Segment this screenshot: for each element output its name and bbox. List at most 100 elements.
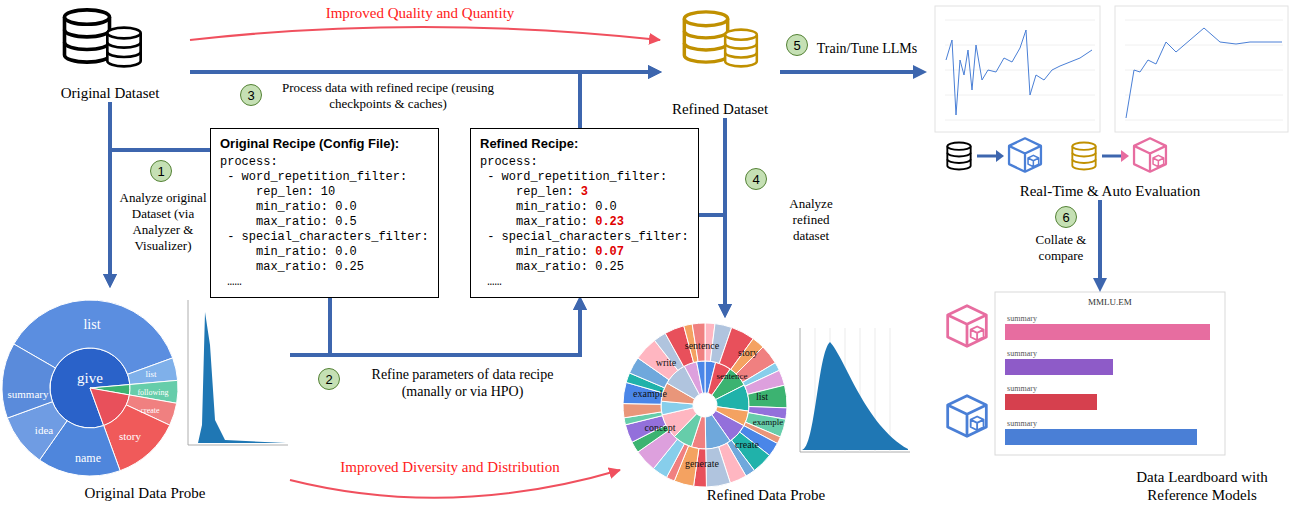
- config-line: - word_repetition_filter:: [220, 170, 429, 185]
- flow-arrow: [1098, 200, 1102, 284]
- step-number: 1: [150, 160, 172, 182]
- node-label: Real-Time & Auto Evaluation: [1020, 182, 1201, 200]
- sunburst-segment: [748, 385, 787, 408]
- sunburst-label: sentence: [717, 371, 748, 381]
- sunburst-label: create: [735, 439, 759, 450]
- step-number: 2: [318, 368, 340, 390]
- sunburst-label: summary: [8, 388, 49, 400]
- step-number: 4: [745, 168, 767, 190]
- original-sunburst: [2, 300, 178, 476]
- config-line: - word_repetition_filter:: [480, 170, 689, 185]
- sunburst-segment: [623, 404, 662, 418]
- config-line: min_ratio: 0.0: [220, 245, 429, 260]
- config-text: process:: [220, 155, 278, 169]
- evaluation-panel: Real-Time & Auto Evaluation: [925, 2, 1295, 200]
- recipe-title: Original Recipe (Config File):: [220, 136, 399, 151]
- step-number-text: 1: [157, 165, 164, 178]
- improvement-arc: [190, 27, 660, 40]
- step-number-text: 2: [325, 373, 332, 386]
- step-number-text: 6: [1062, 211, 1069, 224]
- config-text: rep_len: 10: [256, 185, 335, 199]
- config-line: max_ratio: 0.25: [220, 260, 429, 275]
- flow-arrow: [290, 304, 580, 355]
- data-probe: Refined Data Probe: [620, 316, 912, 504]
- config-text: max_ratio:: [516, 215, 588, 229]
- chart-text: summary: [1007, 349, 1037, 358]
- config-text: - special_characters_filter:: [487, 230, 689, 244]
- recipe-title: Refined Recipe:: [480, 136, 578, 151]
- config-line: max_ratio: 0.5: [220, 215, 429, 230]
- sunburst-label: sentence: [685, 340, 719, 351]
- flow-arrow: [580, 72, 654, 128]
- sunburst-label: following: [137, 388, 168, 397]
- refined-sunburst: [623, 323, 787, 487]
- step-label: Process data with refined recipe (reusin…: [268, 80, 508, 112]
- config-text: ……: [487, 275, 501, 289]
- config-text: max_ratio: 0.5: [256, 215, 357, 229]
- recipe-box: Refined Recipe: process:- word_repetition…: [470, 128, 699, 298]
- sunburst-label: concept: [644, 422, 675, 433]
- sunburst-label: example: [633, 388, 667, 399]
- improvement-label: Improved Diversity and Distribution: [320, 458, 580, 476]
- changed-value: 0.07: [595, 245, 624, 259]
- sunburst-segment: [2, 344, 55, 418]
- config-line: - special_characters_filter:: [220, 230, 429, 245]
- original-dataset-icon: [65, 10, 141, 66]
- config-line: process:: [220, 155, 429, 170]
- config-line: rep_len: 10: [220, 185, 429, 200]
- flow-arrow: [780, 70, 919, 74]
- refined-dataset-icon: [684, 12, 757, 66]
- config-text: min_ratio: 0.0: [256, 245, 357, 259]
- sunburst-label: story: [738, 347, 758, 358]
- chart-text: summary: [1007, 384, 1037, 393]
- sunburst-label: generate: [685, 458, 719, 469]
- sunburst-label: list: [145, 369, 156, 379]
- step-number: 3: [240, 84, 262, 106]
- config-line: min_ratio: 0.0: [480, 200, 689, 215]
- original-histogram: [188, 300, 288, 445]
- improvement-label: Improved Quality and Quantity: [290, 4, 550, 22]
- loss-chart: [935, 6, 1100, 132]
- chart-text: summary: [1007, 314, 1037, 323]
- step-number-text: 3: [247, 89, 254, 102]
- config-text: max_ratio: 0.25: [516, 260, 624, 274]
- config-text: min_ratio: 0.0: [256, 200, 357, 214]
- node-label: Refined Data Probe: [707, 486, 825, 504]
- recipe-box: Original Recipe (Config File):process:- …: [210, 128, 439, 298]
- flow-arrow: [699, 215, 725, 310]
- config-line: ……: [220, 275, 429, 290]
- config-line: min_ratio: 0.0: [220, 200, 429, 215]
- config-line: Refined Recipe:: [480, 135, 689, 153]
- dataset-node: Refined Dataset: [660, 2, 780, 118]
- leaderboard-chart: [948, 292, 1225, 455]
- config-text: process:: [480, 155, 538, 169]
- step-label: Analyze refined dataset: [773, 196, 849, 244]
- flow-arrow: [110, 150, 210, 280]
- config-line: Original Recipe (Config File):: [220, 135, 429, 153]
- sunburst-label: give: [77, 370, 103, 387]
- metric-chart: [1115, 6, 1288, 132]
- sunburst-label: list: [83, 317, 100, 333]
- step-number-text: 5: [793, 39, 800, 52]
- config-text: ……: [227, 275, 241, 289]
- leaderboard-panel: Data Leardboard with Reference Models: [940, 290, 1292, 504]
- flow-arrow: [330, 298, 580, 355]
- step-label: Train/Tune LLMs: [812, 40, 922, 57]
- eval-icons: [947, 138, 1166, 171]
- chart-text: summary: [1007, 419, 1037, 428]
- config-text: - special_characters_filter:: [227, 230, 429, 244]
- config-line: ……: [480, 275, 689, 290]
- config-line: max_ratio: 0.23: [480, 215, 689, 230]
- config-text: - word_repetition_filter:: [227, 170, 407, 184]
- sunburst-label: name: [75, 451, 101, 466]
- step-number: 5: [786, 34, 808, 56]
- config-line: max_ratio: 0.25: [480, 260, 689, 275]
- sunburst-segment: [697, 361, 705, 393]
- changed-value: 0.23: [595, 215, 624, 229]
- sunburst-label: list: [756, 391, 768, 402]
- sunburst-label: idea: [35, 424, 53, 436]
- sunburst-label: example: [753, 417, 784, 427]
- config-text: min_ratio:: [516, 245, 588, 259]
- step-label: Analyze original Dataset (via Analyzer &…: [118, 190, 208, 254]
